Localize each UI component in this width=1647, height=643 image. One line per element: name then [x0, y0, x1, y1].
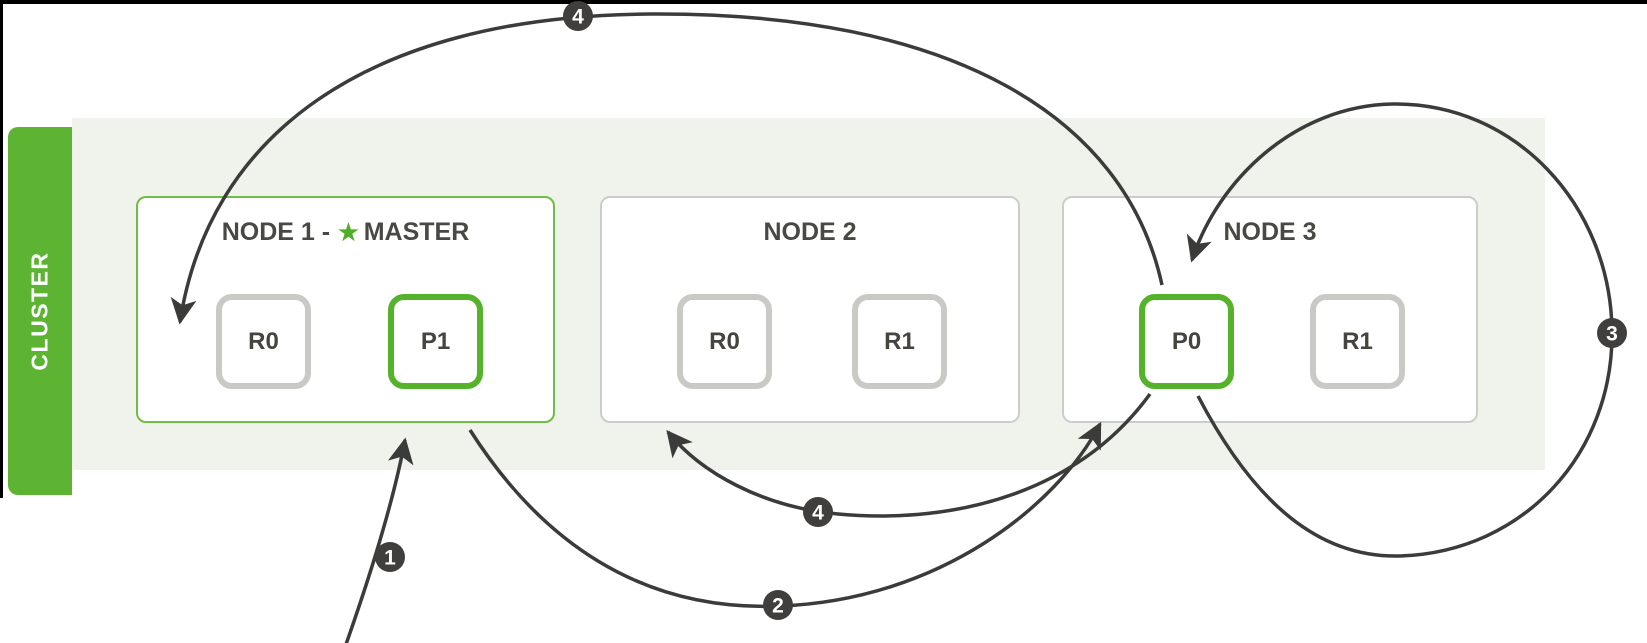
shard-p0-node3: P0: [1139, 294, 1234, 389]
shard-r1-node3: R1: [1310, 294, 1405, 389]
badge-step-2: 2: [763, 590, 793, 620]
node-1-title: NODE 1 - ★MASTER: [138, 218, 553, 247]
svg-text:4: 4: [572, 6, 584, 29]
letterbox-top-bar: [0, 0, 1647, 4]
node-3-box: NODE 3 P0 R1: [1062, 196, 1478, 423]
shard-r0-node1: R0: [216, 294, 311, 389]
shard-r1-node2: R1: [852, 294, 947, 389]
letterbox-left-bar: [0, 0, 3, 498]
shard-p1-node1: P1: [388, 294, 483, 389]
node-1-title-text: NODE 1 -: [221, 218, 331, 246]
master-star-icon: ★: [338, 219, 359, 245]
badge-step-3: 3: [1597, 318, 1627, 348]
svg-text:2: 2: [772, 595, 784, 618]
node-2-title: NODE 2: [763, 218, 857, 246]
svg-text:4: 4: [812, 502, 824, 525]
svg-text:1: 1: [384, 547, 396, 570]
badge-step-4-replicate-node1: 4: [563, 1, 593, 31]
shard-r0-node1-label: R0: [248, 327, 279, 355]
shard-r1-node3-label: R1: [1342, 327, 1373, 355]
badge-step-1: 1: [375, 542, 405, 572]
shard-r0-node2: R0: [677, 294, 772, 389]
cluster-label: CLUSTER: [26, 251, 53, 371]
node-1-box: NODE 1 - ★MASTER R0 P1: [136, 196, 555, 423]
svg-text:3: 3: [1606, 323, 1618, 346]
shard-p0-node3-label: P0: [1171, 327, 1202, 355]
node-2-box: NODE 2 R0 R1: [600, 196, 1020, 423]
cluster-tab: CLUSTER: [8, 127, 72, 495]
shard-r1-node2-label: R1: [884, 327, 915, 355]
shard-p1-node1-label: P1: [420, 327, 451, 355]
shard-r0-node2-label: R0: [709, 327, 740, 355]
badge-step-4-replicate-node2: 4: [803, 497, 833, 527]
node-1-master-label: MASTER: [363, 218, 470, 246]
arrow-step1-client-to-node1: [344, 437, 414, 643]
node-3-title: NODE 3: [1223, 218, 1317, 246]
